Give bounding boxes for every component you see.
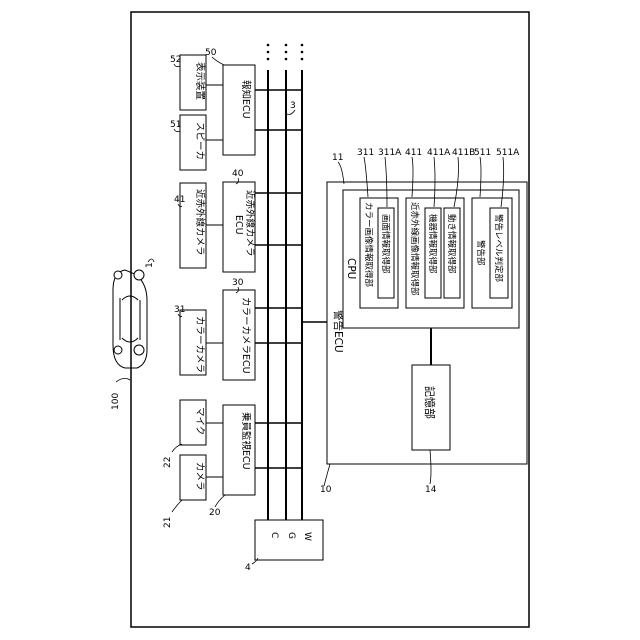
- warning-ecu-ref: 10: [320, 485, 332, 495]
- camera-ref-leader: [172, 500, 182, 512]
- nir-info-label: 近赤外線画像情報取得部: [409, 202, 420, 296]
- system-ref-label: 100: [111, 393, 121, 410]
- display-ref: 52: [170, 55, 181, 65]
- camera-label: カメラ: [194, 462, 205, 491]
- color-camera-ecu-label: カラーカメラECU: [240, 297, 251, 374]
- notify-ecu-ref: 50: [205, 48, 217, 58]
- mic-label: マイク: [194, 407, 205, 435]
- face-info-label: 画面情報取得部: [380, 214, 391, 274]
- nir-camera-ecu-ref: 40: [232, 169, 244, 179]
- color-info-ref: 311: [357, 148, 374, 158]
- warning-ecu-leader: [324, 464, 330, 486]
- nir-camera-ref: 41: [174, 195, 185, 205]
- motion-info-ref: 411B: [452, 148, 475, 158]
- vehicle-ref-label: 1: [145, 262, 155, 268]
- face-info-ref: 311A: [378, 148, 402, 158]
- bus-ref-label: 3: [290, 101, 296, 111]
- mic-ref: 22: [163, 457, 173, 468]
- vehicle-icon: [113, 270, 147, 368]
- nir-camera-ecu-label-line1: 近赤外線カメラ: [244, 190, 256, 257]
- storage-ref: 14: [425, 485, 437, 495]
- posture-info-ref: 411A: [427, 148, 451, 158]
- posture-info-label: 機器情報取得部: [427, 214, 438, 274]
- warning-ecu-sub-ref: 11: [332, 153, 343, 163]
- camera-ref: 21: [163, 517, 173, 528]
- nir-info-ref: 411: [405, 148, 422, 158]
- warning-ref: 511: [474, 148, 491, 158]
- color-camera-ref: 31: [174, 305, 185, 315]
- nir-camera-ecu-label-line2: ECU: [233, 215, 244, 235]
- cpu-label: CPU: [345, 258, 357, 279]
- bus-label-w: W: [302, 532, 312, 541]
- vehicle-ref-leader: [148, 259, 154, 262]
- storage-label: 記憶部: [423, 386, 437, 419]
- occupant-monitor-ecu-leader: [215, 495, 225, 507]
- warning-level-ref: 511A: [496, 148, 520, 158]
- speaker-ref: 51: [170, 120, 181, 130]
- nir-camera-label: 近赤外線カメラ: [194, 189, 206, 256]
- notify-ecu-leader: [212, 57, 224, 65]
- bus-lines: [268, 70, 302, 520]
- speaker-label: スピーカ: [194, 122, 205, 160]
- motion-info-label: 動き情報取得部: [446, 214, 457, 274]
- color-camera-label: カラーカメラ: [194, 316, 205, 373]
- ecu-bus-connections: [255, 90, 327, 468]
- notify-ecu-label: 報知ECU: [240, 80, 252, 119]
- color-info-label: カラー画像情報取得部: [363, 202, 374, 288]
- bus-label-c: C: [269, 532, 279, 538]
- system-ref-leader: [116, 378, 130, 382]
- junction-ref-label: 4: [245, 563, 251, 573]
- occupant-monitor-ecu-ref: 20: [209, 508, 221, 518]
- warning-label: 警告部: [475, 240, 486, 266]
- bus-label-g: G: [286, 532, 296, 539]
- color-camera-ecu-ref: 30: [232, 278, 244, 288]
- display-label: 表示装置: [194, 62, 206, 100]
- occupant-monitor-ecu-label: 乗員監視ECU: [240, 412, 252, 470]
- warning-level-label: 警告レベル判定部: [493, 214, 504, 283]
- bus-continuation-marks: [267, 44, 304, 61]
- warning-ecu-sub-leader: [338, 162, 344, 184]
